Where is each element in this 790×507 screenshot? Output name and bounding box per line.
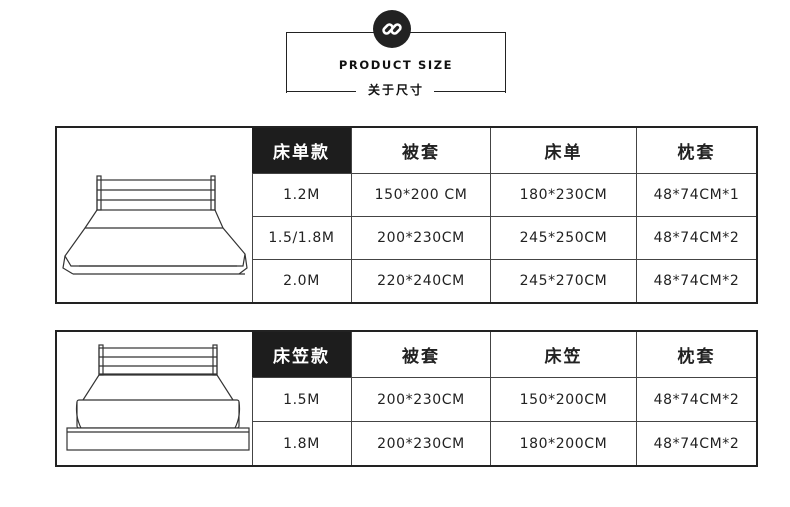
link-icon xyxy=(373,10,411,48)
table-cell-sheet: 245*250CM xyxy=(519,230,608,246)
size-table-flat-sheet: 床单款 被套 床单 枕套 1.2M 150*200 CM 180*230CM 4… xyxy=(55,126,758,304)
bed-illustration-fitted-sheet xyxy=(57,332,253,465)
table-cell-size: 1.5M xyxy=(283,391,320,408)
grid-line xyxy=(351,128,352,302)
column-header-pillowcase: 枕套 xyxy=(677,347,716,367)
grid-line xyxy=(636,332,637,465)
column-header-model: 床笠款 xyxy=(252,332,351,377)
table-cell-size: 2.0M xyxy=(283,273,320,289)
table-cell-sheet: 180*200CM xyxy=(519,435,608,452)
table-cell-pillowcase: 48*74CM*2 xyxy=(653,230,740,246)
grid-line xyxy=(351,332,352,465)
grid-line xyxy=(252,421,756,422)
page-title: PRODUCT SIZE xyxy=(338,58,454,72)
page-subtitle: 关于尺寸 xyxy=(367,83,424,97)
table-cell-pillowcase: 48*74CM*2 xyxy=(653,273,740,289)
table-cell-sheet: 150*200CM xyxy=(519,391,608,408)
column-header-pillowcase: 枕套 xyxy=(677,143,716,163)
table-cell-size: 1.8M xyxy=(283,435,320,452)
grid-line xyxy=(636,128,637,302)
table-cell-duvet: 150*200 CM xyxy=(374,187,468,203)
table-cell-sheet: 245*270CM xyxy=(519,273,608,289)
column-header-fitted-sheet: 床笠 xyxy=(544,347,583,367)
header-frame-line-left xyxy=(286,91,356,92)
table-cell-duvet: 200*230CM xyxy=(377,230,465,246)
column-header-model: 床单款 xyxy=(252,128,351,173)
table-cell-duvet: 200*230CM xyxy=(377,435,465,452)
grid-line xyxy=(252,173,756,174)
column-header-duvet-cover: 被套 xyxy=(402,143,440,163)
size-table-fitted-sheet: 床笠款 被套 床笠 枕套 1.5M 200*230CM 150*200CM 48… xyxy=(55,330,758,467)
column-header-flat-sheet: 床单 xyxy=(544,143,583,163)
grid-line xyxy=(490,332,491,465)
table-cell-sheet: 180*230CM xyxy=(519,187,608,203)
table-cell-size: 1.5/1.8M xyxy=(268,230,335,246)
header-frame-line-right xyxy=(434,91,505,92)
table-cell-duvet: 200*230CM xyxy=(377,391,465,408)
column-header-duvet-cover: 被套 xyxy=(402,347,440,367)
bed-illustration-flat-sheet xyxy=(57,128,253,302)
grid-line xyxy=(252,216,756,217)
grid-line xyxy=(252,377,756,378)
table-cell-size: 1.2M xyxy=(283,187,320,203)
grid-line xyxy=(252,259,756,260)
table-cell-duvet: 220*240CM xyxy=(377,273,465,289)
table-cell-pillowcase: 48*74CM*2 xyxy=(653,435,740,452)
grid-line xyxy=(490,128,491,302)
table-cell-pillowcase: 48*74CM*2 xyxy=(653,391,740,408)
table-cell-pillowcase: 48*74CM*1 xyxy=(653,187,740,203)
